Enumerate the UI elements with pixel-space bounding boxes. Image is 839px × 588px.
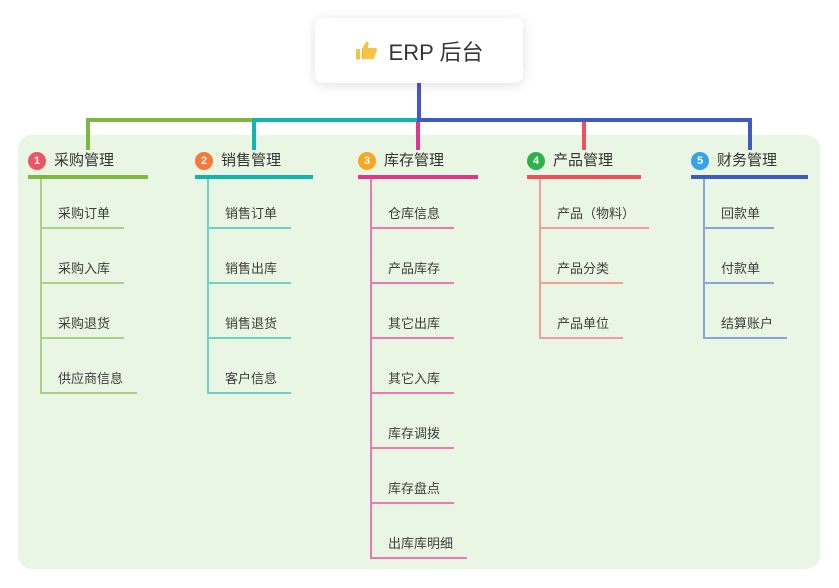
branch-index-badge: 4: [527, 152, 545, 170]
child-node[interactable]: 供应商信息: [42, 339, 138, 394]
branch-node[interactable]: 3 库存管理: [358, 151, 478, 179]
child-node[interactable]: 仓库信息: [372, 179, 455, 229]
branch-label: 库存管理: [384, 152, 445, 169]
child-node[interactable]: 结算账户: [705, 284, 788, 339]
branch-index-badge: 1: [28, 152, 46, 170]
branch-node[interactable]: 5 财务管理: [691, 151, 808, 179]
connector-line: [582, 122, 586, 150]
branch: 5 财务管理 回款单付款单结算账户: [691, 151, 808, 339]
branch-children: 产品（物料）产品分类产品单位: [539, 179, 650, 339]
child-node[interactable]: 库存调拨: [372, 394, 455, 449]
branch-label: 采购管理: [54, 152, 115, 169]
child-node[interactable]: 采购入库: [42, 229, 125, 284]
child-node[interactable]: 库存盘点: [372, 449, 455, 504]
child-node[interactable]: 其它出库: [372, 284, 455, 339]
branch-index-badge: 3: [358, 152, 376, 170]
thumbs-up-icon: [355, 39, 379, 63]
branch: 2 销售管理 销售订单销售出库销售退货客户信息: [195, 151, 313, 394]
child-node[interactable]: 付款单: [705, 229, 775, 284]
branch-label: 财务管理: [717, 152, 778, 169]
child-node[interactable]: 其它入库: [372, 339, 455, 394]
connector-line: [417, 83, 421, 122]
child-node[interactable]: 出库库明细: [372, 504, 468, 559]
child-node[interactable]: 销售退货: [209, 284, 292, 339]
branch-label: 产品管理: [553, 152, 614, 169]
connector-line: [416, 122, 420, 150]
connector-line: [252, 118, 421, 122]
child-node[interactable]: 回款单: [705, 179, 775, 229]
child-node[interactable]: 产品库存: [372, 229, 455, 284]
root-title: ERP 后台: [388, 39, 484, 65]
branch-index-badge: 2: [195, 152, 213, 170]
branch-node[interactable]: 1 采购管理: [28, 151, 148, 179]
child-node[interactable]: 采购订单: [42, 179, 125, 229]
child-node[interactable]: 销售出库: [209, 229, 292, 284]
connector-line: [748, 118, 752, 150]
branch: 3 库存管理 仓库信息产品库存其它出库其它入库库存调拨库存盘点出库库明细: [358, 151, 478, 559]
branch-children: 采购订单采购入库采购退货供应商信息: [40, 179, 148, 394]
branch-children: 销售订单销售出库销售退货客户信息: [207, 179, 313, 394]
connector-line: [417, 118, 752, 122]
child-node[interactable]: 销售订单: [209, 179, 292, 229]
branch-label: 销售管理: [221, 152, 282, 169]
branch-children: 回款单付款单结算账户: [703, 179, 808, 339]
child-node[interactable]: 产品（物料）: [541, 179, 650, 229]
child-node[interactable]: 客户信息: [209, 339, 292, 394]
branch-node[interactable]: 2 销售管理: [195, 151, 313, 179]
branch-node[interactable]: 4 产品管理: [527, 151, 641, 179]
child-node[interactable]: 采购退货: [42, 284, 125, 339]
branch-index-badge: 5: [691, 152, 709, 170]
child-node[interactable]: 产品分类: [541, 229, 624, 284]
root-node[interactable]: ERP 后台: [315, 18, 523, 83]
connector-line: [86, 118, 90, 150]
branch-children: 仓库信息产品库存其它出库其它入库库存调拨库存盘点出库库明细: [370, 179, 478, 559]
connector-line: [252, 118, 256, 150]
branch: 4 产品管理 产品（物料）产品分类产品单位: [527, 151, 650, 339]
branches-panel: [18, 135, 820, 569]
child-node[interactable]: 产品单位: [541, 284, 624, 339]
branch: 1 采购管理 采购订单采购入库采购退货供应商信息: [28, 151, 148, 394]
